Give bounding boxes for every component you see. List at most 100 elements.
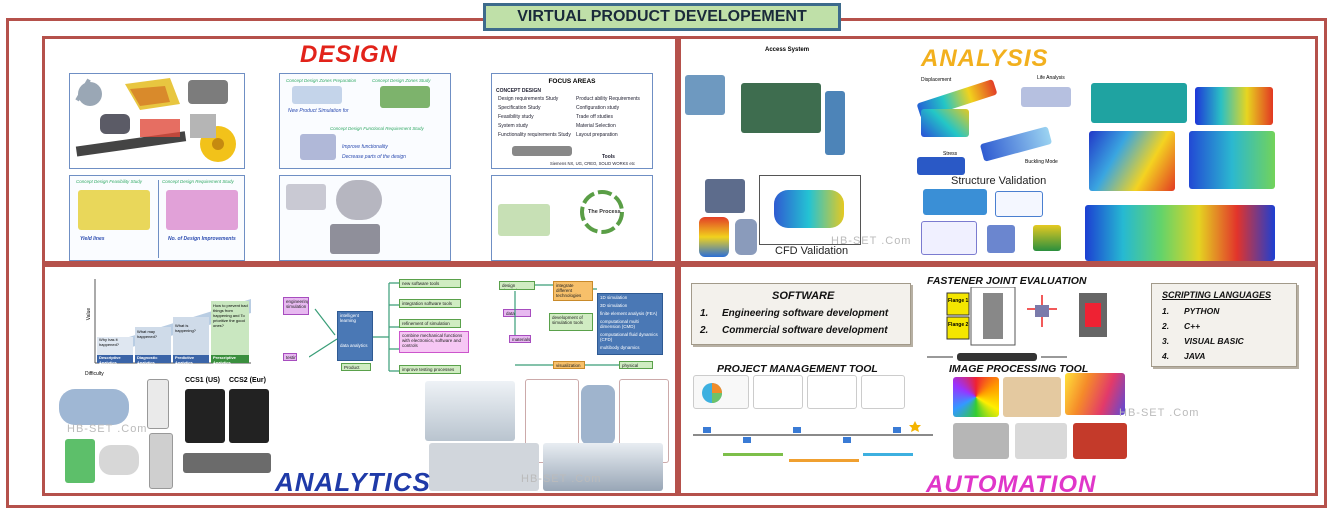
connector-ccs1-label: CCS1 (US) xyxy=(185,377,221,384)
access-system-beam-image xyxy=(825,91,845,155)
requirement-study-title: Concept Design Requirement Study xyxy=(162,179,234,184)
stage-name: Predictive Analytics xyxy=(175,355,195,365)
image-processing-title: IMAGE PROCESSING TOOL xyxy=(949,363,1089,375)
ip-photo-1 xyxy=(1003,377,1061,417)
software-item: 1.Engineering software development xyxy=(700,308,889,319)
access-system-frame-image xyxy=(685,75,725,115)
connector-ccs2-label: CCS2 (Eur) xyxy=(229,377,266,384)
flow1-output-box: improve testing processes xyxy=(399,365,461,374)
functional-note-2: Decrease parts of the design xyxy=(342,154,406,160)
zones-prep-image xyxy=(292,86,342,104)
functional-req-image xyxy=(300,134,336,160)
cfd-tank-image-2 xyxy=(735,219,757,255)
engine-image-1 xyxy=(286,184,326,210)
software-title: SOFTWARE xyxy=(772,290,835,302)
ip-photo-2 xyxy=(1065,373,1125,415)
value-axis-label: Value xyxy=(86,307,93,321)
automation-quadrant: SOFTWARE 1.Engineering software developm… xyxy=(678,264,1318,496)
cfd-valve-panel xyxy=(759,175,861,245)
access-system-label: Access System xyxy=(765,47,810,53)
engine-block-contour xyxy=(1189,131,1275,189)
sim-type: computational multi dimension (CMD) xyxy=(600,319,639,329)
watermark: HB-SET .Com xyxy=(521,473,602,485)
car-top-view xyxy=(581,385,615,445)
cfd-pump-image xyxy=(705,179,745,213)
ip-photo-5 xyxy=(1073,423,1127,459)
pm-dashboard-3 xyxy=(861,375,905,409)
scripting-title: SCRIPTING LANGUAGES xyxy=(1162,290,1272,300)
car-xray-illustration xyxy=(425,381,515,441)
pm-dashboard-2 xyxy=(807,375,857,409)
focus-right-item: Material Selection xyxy=(576,123,616,129)
design-simulation-box: design simulation xyxy=(499,281,535,290)
analytics-title: ANALYTICS xyxy=(275,467,431,496)
cylinder-head-contour xyxy=(1085,205,1275,261)
focus-right-item: Configuration study xyxy=(576,105,620,111)
software-list: 1.Engineering software development 2.Com… xyxy=(700,308,888,342)
analysis-bracket-contour xyxy=(1195,87,1273,125)
engineering-simulation-box: engineering simulation xyxy=(283,297,309,315)
focus-right-item: Trade off studies xyxy=(576,114,613,120)
feasibility-image xyxy=(78,190,150,230)
software-item: 2.Commercial software development xyxy=(700,325,888,336)
analysis-quadrant: ANALYSIS Access System Displacement Life… xyxy=(678,36,1318,264)
simulation-types-box: 1D simulation 3D simulation finite eleme… xyxy=(597,293,663,355)
structure-frame-image-4 xyxy=(987,225,1015,253)
structure-frame-image-1 xyxy=(923,189,987,215)
pm-dashboard-1 xyxy=(753,375,803,409)
sim-type: computational fluid dynamics (CFD) xyxy=(600,332,658,342)
focus-left-item: Specification Study xyxy=(498,105,541,111)
design-title: DESIGN xyxy=(300,41,399,68)
engine-image-3 xyxy=(330,224,380,254)
testing-box: testing xyxy=(283,353,297,361)
cfd-tank-image-1 xyxy=(699,217,729,257)
analytics-maturity-chart xyxy=(94,279,251,364)
exhaust-manifold-contour xyxy=(1089,131,1175,191)
scripting-item: 3.VISUAL BASIC xyxy=(1162,336,1244,346)
data-analytics-label: data analytics xyxy=(340,343,368,348)
process-map-image xyxy=(498,204,550,236)
flow1-output-box: integration software tools xyxy=(399,299,461,308)
displacement-label: Displacement xyxy=(921,77,952,83)
flow1-output-box: refinement of simulation xyxy=(399,319,461,328)
access-system-photo xyxy=(741,83,821,133)
pm-pie-graphic xyxy=(702,383,722,403)
development-simulation-tools-box: development of simulation tools xyxy=(549,313,593,331)
intelligent-learning-label: intelligent learning xyxy=(340,313,360,323)
pm-timeline-graphic xyxy=(693,421,933,462)
cfd-valve-image xyxy=(774,190,844,228)
feasibility-study-title: Concept Design Feasibility Study xyxy=(76,179,143,184)
focus-right-item: Layout preparation xyxy=(576,132,618,138)
scripting-item: 4.JAVA xyxy=(1162,351,1206,361)
process-label: The Process xyxy=(588,209,621,215)
zones-note: New Product Simulation for xyxy=(288,108,349,114)
structure-frame-image-5 xyxy=(1033,225,1061,251)
stage-name: Diagnostic Analytics xyxy=(137,355,158,365)
flange-2-label: Flange 2 xyxy=(948,322,969,328)
product-design-box: Product Design xyxy=(341,363,371,371)
ev-charger-photo-2 xyxy=(149,433,173,489)
scripting-card: SCRIPTING LANGUAGES 1.PYTHON 2.C++ 3.VIS… xyxy=(1151,283,1297,367)
scripting-item: 2.C++ xyxy=(1162,321,1201,331)
physical-testing-box: physical testing xyxy=(619,361,653,369)
ip-color-spectrum xyxy=(953,377,999,417)
flow1-output-box: combine mechanical functions with electr… xyxy=(399,331,469,353)
focus-areas-title: FOCUS AREAS xyxy=(548,78,596,85)
cfd-validation-label: CFD Validation xyxy=(775,245,849,257)
stage-name: Descriptive Analytics xyxy=(99,355,121,365)
functional-note-1: Improve functionality xyxy=(342,144,388,150)
watermark: HB-SET .Com xyxy=(831,235,912,247)
pm-pie-chart xyxy=(693,375,749,409)
materials-box: materials xyxy=(509,335,531,343)
structure-validation-label: Structure Validation xyxy=(951,175,1047,187)
flow1-connectors xyxy=(309,282,399,372)
design-panel-engine xyxy=(279,175,451,261)
focus-right-item: Product ability Requirements xyxy=(576,96,640,102)
car-chassis-illustration xyxy=(429,443,539,491)
page-title: VIRTUAL PRODUCT DEVELOPEMENT xyxy=(483,3,841,31)
stage-question: Why has it happened? xyxy=(99,337,120,347)
flange-1-label: Flange 1 xyxy=(948,298,969,304)
focus-left-list: Design requirements Study Specification … xyxy=(498,96,571,141)
concept-zones-prep-title: Concept Design Zones Preparation xyxy=(286,78,357,83)
scripting-list: 1.PYTHON 2.C++ 3.VISUAL BASIC 4.JAVA xyxy=(1162,306,1244,366)
